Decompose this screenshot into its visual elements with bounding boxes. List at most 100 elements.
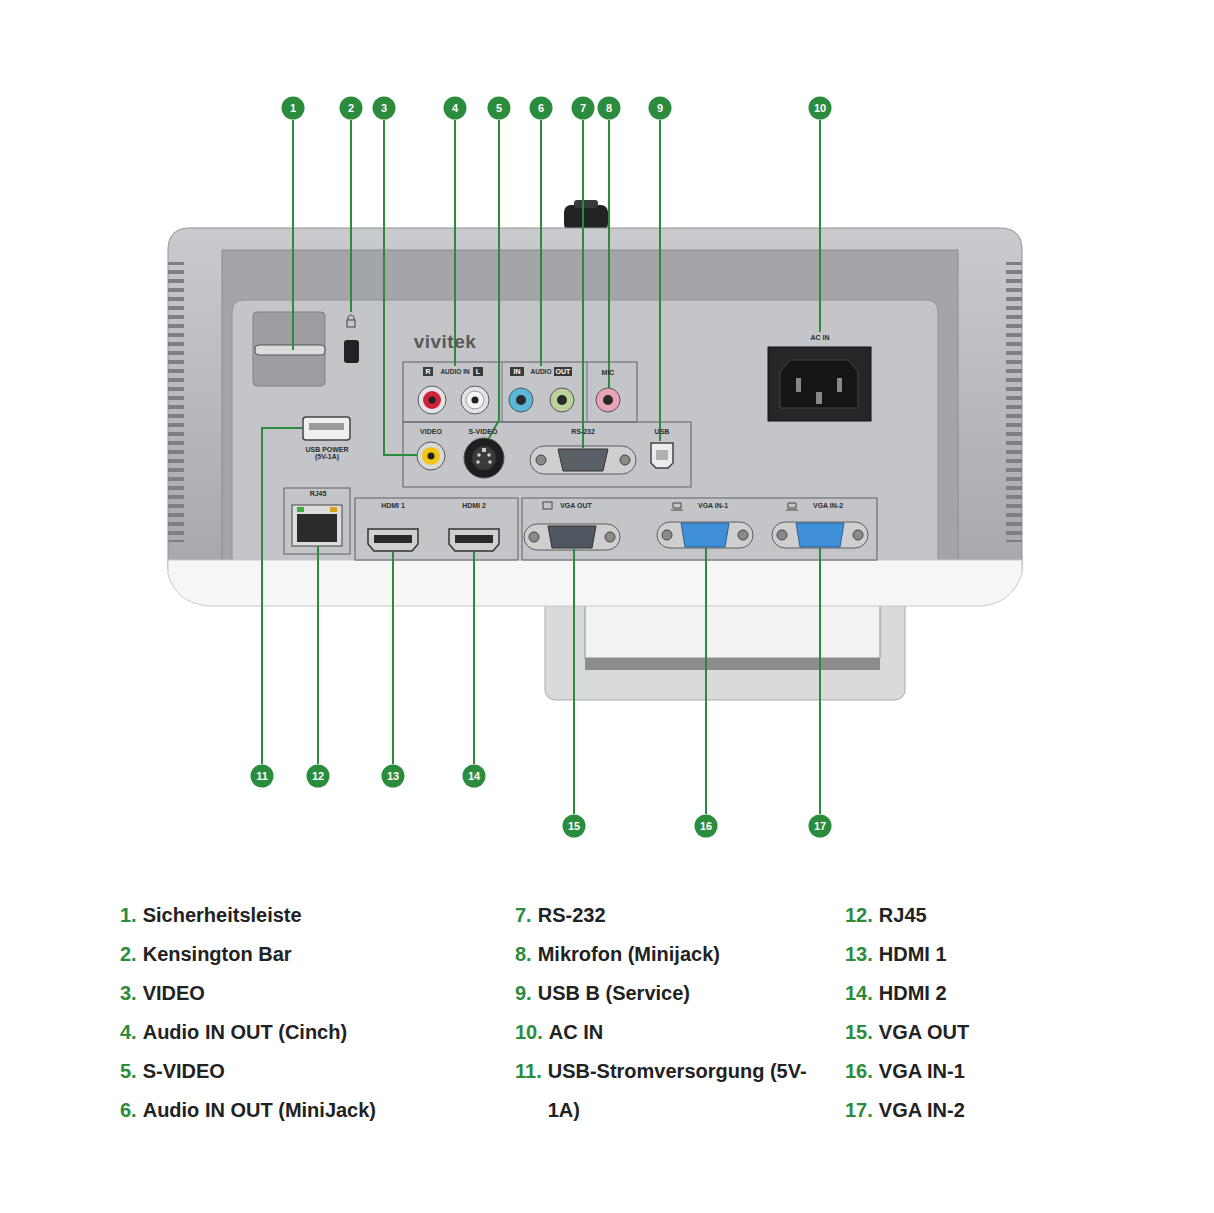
- callout-number: 2: [339, 96, 363, 120]
- video-jack: [428, 453, 435, 460]
- key-row: 5.S-VIDEO: [120, 1052, 225, 1091]
- mini-jack: [557, 395, 567, 405]
- callout-circle: 9: [648, 96, 672, 120]
- bottom-shell: [168, 560, 1022, 606]
- key-row: 16.VGA IN-1: [845, 1052, 965, 1091]
- key-number: 15.: [845, 1013, 873, 1052]
- port-label: VIDEO: [420, 428, 442, 435]
- key-row: 2.Kensington Bar: [120, 935, 292, 974]
- leader-lines: [262, 120, 820, 814]
- callout-circle: 16: [694, 814, 718, 838]
- rca-jack: [418, 386, 446, 414]
- screw: [738, 530, 748, 540]
- key-row: 13.HDMI 1: [845, 935, 947, 974]
- callout-number: 6: [529, 96, 553, 120]
- key-row: 7.RS-232: [515, 896, 606, 935]
- key-row: 4.Audio IN OUT (Cinch): [120, 1013, 347, 1052]
- mini-jack: [516, 395, 526, 405]
- key-number: 12.: [845, 896, 873, 935]
- mini-jack: [603, 395, 613, 405]
- port-label: VGA IN-2: [813, 502, 843, 509]
- leader-line: [705, 548, 707, 814]
- key-text: HDMI 1: [879, 935, 947, 974]
- leader-line: [454, 120, 456, 366]
- vga-port: [548, 526, 596, 548]
- tag-box: [510, 367, 524, 376]
- callout-circle: 10: [808, 96, 832, 120]
- ac-pin: [816, 392, 822, 404]
- leader-line: [392, 552, 394, 764]
- port-label: S-VIDEO: [469, 428, 498, 435]
- callout-circle: 4: [443, 96, 467, 120]
- video-jack: [422, 447, 440, 465]
- key-row: 9.USB B (Service): [515, 974, 690, 1013]
- brand-logo: vivitek: [414, 332, 477, 352]
- key-row: 12.RJ45: [845, 896, 927, 935]
- mini-jack: [509, 388, 533, 412]
- group-frame: [284, 488, 350, 554]
- callout-disc: [649, 97, 672, 120]
- port-label: RJ45: [310, 490, 327, 497]
- callout-number: 3: [372, 96, 396, 120]
- mini-jack: [596, 388, 620, 412]
- callout-number: 15: [562, 814, 586, 838]
- port-label: HDMI 2: [462, 502, 486, 509]
- port-label: AUDIO: [531, 369, 552, 376]
- laptop-icon: [671, 503, 683, 510]
- s-video-key: [482, 448, 486, 452]
- rca-jack: [461, 386, 489, 414]
- leader-line: [384, 120, 417, 455]
- security-bar: [255, 345, 325, 355]
- key-text: S-VIDEO: [143, 1052, 225, 1091]
- rear-face: [222, 250, 958, 566]
- callout-disc: [598, 97, 621, 120]
- leader-line: [292, 120, 294, 350]
- usb-b-port: [656, 450, 668, 460]
- port-label: RS-232: [571, 428, 595, 435]
- vga-plate: [657, 522, 753, 548]
- key-text: Sicherheitsleiste: [143, 896, 302, 935]
- callout-disc: [530, 97, 553, 120]
- side-vent: [168, 262, 184, 542]
- callout-number: 5: [487, 96, 511, 120]
- callout-circle: 11: [250, 764, 274, 788]
- callout-disc: [251, 765, 274, 788]
- key-text: VGA IN-1: [879, 1052, 965, 1091]
- callout-circle: 3: [372, 96, 396, 120]
- key-number: 8.: [515, 935, 532, 974]
- key-number: 11.: [515, 1052, 542, 1091]
- s-video-pin: [476, 460, 480, 464]
- ac-pin: [837, 378, 842, 392]
- leader-line: [317, 546, 319, 764]
- projector-body: [168, 228, 1022, 570]
- port-label: AUDIO IN: [440, 369, 469, 376]
- knob: [564, 205, 608, 231]
- callout-circle: 14: [462, 764, 486, 788]
- key-row: 11.USB-Stromversorgung (5V-1A): [515, 1052, 838, 1130]
- group-divider: [587, 362, 588, 422]
- usb-b-port: [651, 443, 673, 468]
- screw: [662, 530, 672, 540]
- key-row: 14.HDMI 2: [845, 974, 947, 1013]
- key-row: 6.Audio IN OUT (MiniJack): [120, 1091, 376, 1130]
- callout-number: 10: [808, 96, 832, 120]
- security-recess: [253, 312, 325, 386]
- key-row: 3.VIDEO: [120, 974, 205, 1013]
- stand-window: [585, 600, 880, 658]
- key-row: 10.AC IN: [515, 1013, 603, 1052]
- port-label: AC IN: [810, 334, 829, 341]
- ac-pin: [796, 378, 801, 392]
- port-label: HDMI 1: [381, 502, 405, 509]
- callout-circle: 2: [339, 96, 363, 120]
- port-label: IN: [514, 368, 521, 375]
- group-frame: [403, 422, 691, 487]
- callout-circle: 7: [571, 96, 595, 120]
- vga-port: [681, 523, 729, 547]
- key-number: 16.: [845, 1052, 873, 1091]
- vga-port: [796, 523, 844, 547]
- hdmi-port: [368, 529, 418, 551]
- s-video-pin: [477, 453, 481, 457]
- callout-number: 4: [443, 96, 467, 120]
- leader-line: [819, 548, 821, 814]
